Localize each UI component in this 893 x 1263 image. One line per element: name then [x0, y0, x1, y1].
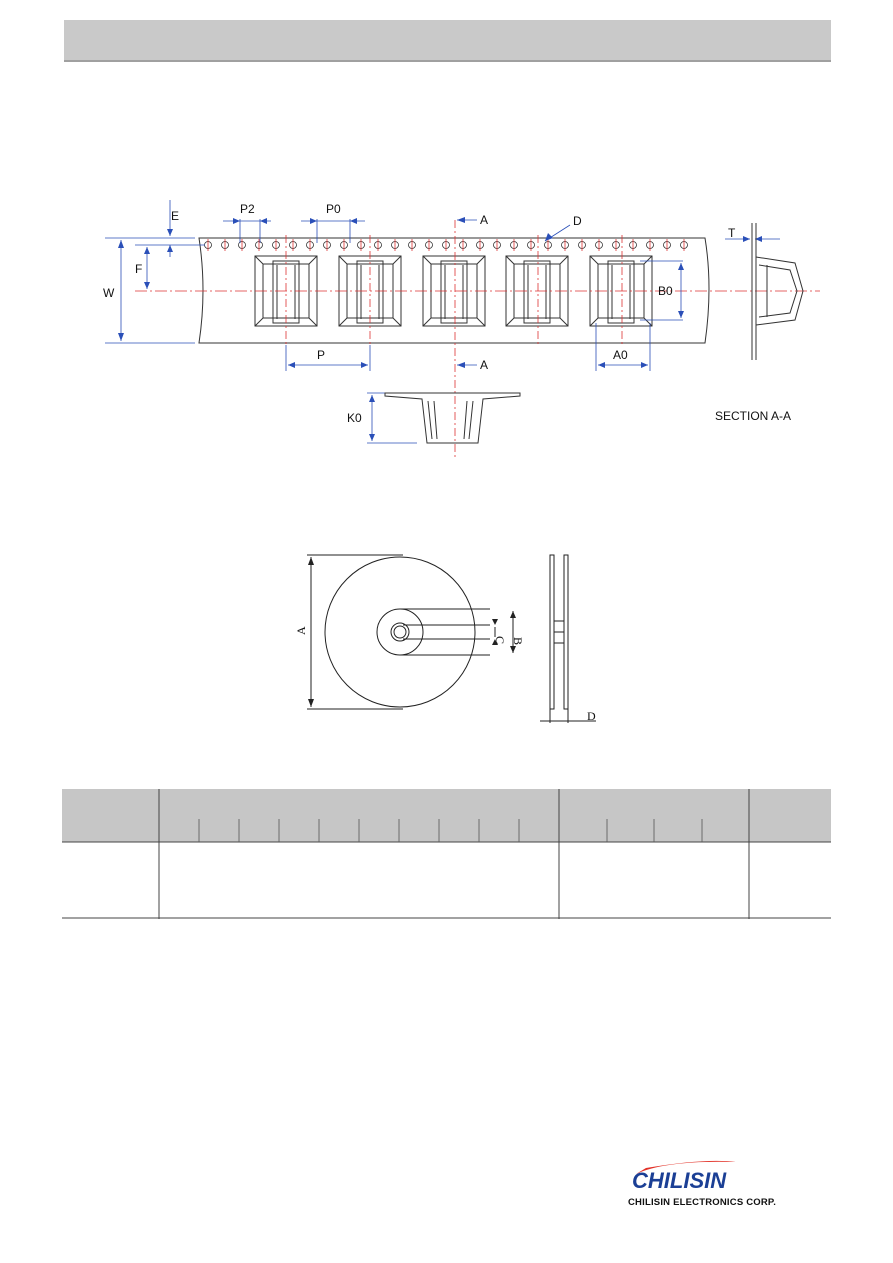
dim-label-b0: B0	[658, 284, 673, 298]
dim-label-a0: A0	[613, 348, 628, 362]
reel-flange	[324, 556, 476, 708]
tape-outline	[198, 237, 710, 344]
dimension-arrows	[118, 217, 762, 441]
reel-arbor-hole	[390, 622, 410, 642]
reel-dim-b: B	[511, 637, 525, 645]
company-name: CHILISIN ELECTRONICS CORP.	[628, 1197, 777, 1208]
dim-label-w: W	[103, 286, 115, 300]
dim-label-k0: K0	[347, 411, 362, 425]
table-subheader-dividers	[198, 819, 703, 842]
dim-label-p: P	[317, 348, 325, 362]
dim-label-f: F	[135, 262, 142, 276]
dimension-lines	[105, 200, 780, 444]
reel-dim-c: C	[493, 636, 507, 644]
reel-dim-d: D	[587, 709, 596, 723]
reel-hub-slot	[400, 608, 490, 656]
chilisin-logo: CHILISIN	[632, 1160, 736, 1193]
dim-label-d: D	[573, 214, 582, 228]
dim-label-t: T	[728, 226, 736, 240]
reel-diagram: A B C D	[294, 554, 596, 723]
reel-arbor-slot	[403, 624, 490, 640]
sprocket-holes	[204, 239, 688, 251]
dim-label-p0: P0	[326, 202, 341, 216]
table-header-row	[62, 789, 831, 842]
reel-hub	[376, 608, 424, 656]
reel-dim-a: A	[294, 626, 308, 635]
dimension-table	[62, 789, 831, 919]
section-a-a-label: SECTION A-A	[715, 409, 791, 423]
pocket-cross-section	[384, 392, 521, 444]
logo-wordmark: CHILISIN	[632, 1168, 727, 1193]
pocket-centerlines	[285, 220, 623, 460]
page-header-bar	[64, 20, 831, 62]
dim-label-e: E	[171, 209, 179, 223]
component-pockets	[254, 255, 653, 327]
reel-arbor-inner	[393, 625, 407, 639]
section-marker-a-top: A	[480, 213, 488, 227]
dim-label-p2: P2	[240, 202, 255, 216]
tape-side-section	[751, 223, 804, 360]
carrier-tape-diagram: E P2 P0 A D T W F B0 P A A0 K0 SECTION A…	[103, 200, 820, 460]
section-marker-a-bottom: A	[480, 358, 488, 372]
